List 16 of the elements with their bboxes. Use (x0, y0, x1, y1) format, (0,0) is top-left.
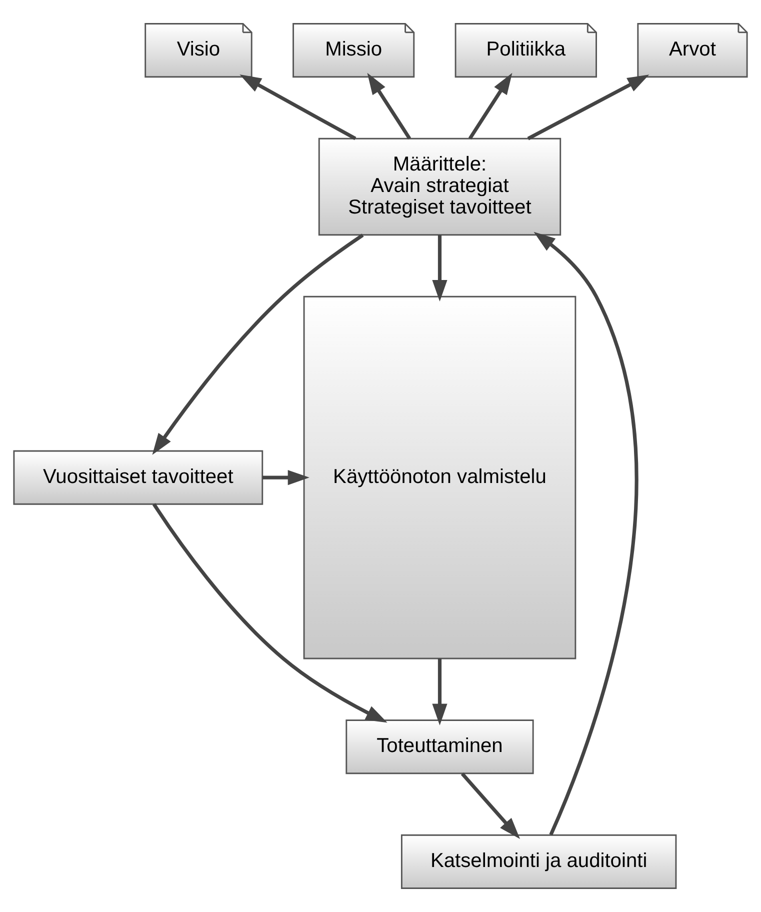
arrow (262, 470, 310, 486)
arrow (367, 72, 412, 140)
arrow (468, 72, 512, 140)
arrow (432, 235, 448, 302)
node-box: Vuosittaiset tavoitteet (13, 450, 264, 505)
arrow (152, 234, 364, 455)
node-box: Toteuttaminen (346, 720, 534, 774)
node-box: Määrittele: Avain strategiat Strategiset tavoitteet (318, 138, 562, 236)
arrow (460, 772, 520, 839)
arrow (534, 232, 638, 836)
arrow (432, 658, 448, 726)
arrow (152, 503, 388, 723)
arrow (240, 74, 356, 140)
node-box: Käyttöönoton valmistelu (303, 296, 576, 660)
arrow (527, 74, 650, 140)
node-box: Katselmointi ja auditointi (400, 834, 677, 889)
